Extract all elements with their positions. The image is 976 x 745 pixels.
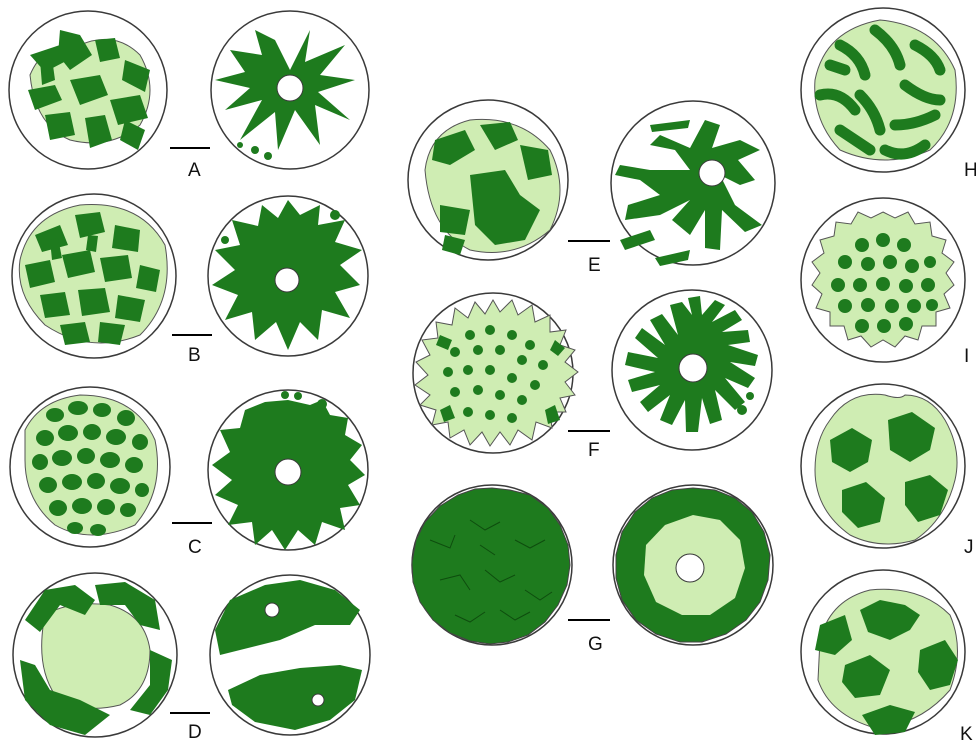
cell-e-section [611,101,775,266]
cell-e-surface [408,100,568,260]
cell-b-surface [12,194,176,358]
cell-d-surface [13,573,177,737]
panel-label-k: K [960,724,973,745]
panel-label-e: E [588,255,601,276]
panel-label-b: B [188,345,201,366]
panel-label-d: D [188,722,202,743]
cell-g-section [613,485,773,645]
cell-a-section [211,11,369,169]
cell-b-section [208,196,368,356]
panel-j: J [801,384,974,558]
cell-d-section [210,575,370,735]
cell-i-surface [801,198,965,362]
cell-k-surface [801,570,965,735]
panel-g: G [412,485,773,655]
panel-i: I [801,198,969,367]
panel-b: B [12,194,368,366]
panel-h: H [801,8,976,181]
cell-f-surface [413,293,578,453]
cell-h-surface [801,8,965,172]
cell-c-surface [10,387,170,547]
panel-label-h: H [964,160,976,181]
panel-c: C [10,387,368,558]
panel-label-c: C [188,537,202,558]
panel-k: K [801,570,973,745]
panel-label-j: J [964,537,974,558]
panel-label-g: G [588,634,603,655]
panel-label-a: A [188,160,201,181]
cell-a-surface [9,11,167,169]
cell-j-surface [801,384,965,548]
panel-a: A [9,11,369,181]
panel-f: F [413,290,772,461]
panel-e: E [408,100,775,276]
cell-f-section [612,290,772,450]
cell-c-section [208,390,368,550]
panel-label-f: F [588,440,600,461]
cell-g-surface [412,485,572,645]
panel-d: D [13,573,370,743]
panel-label-i: I [964,346,969,367]
